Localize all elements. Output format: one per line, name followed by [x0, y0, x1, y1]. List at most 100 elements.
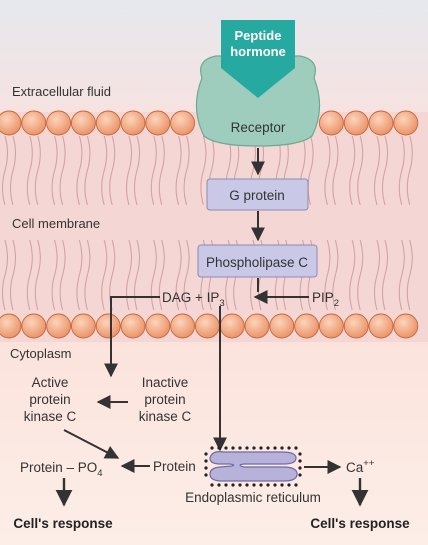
- lipid-tail: [9, 239, 17, 311]
- protein-label: Protein: [153, 459, 196, 474]
- lipid-head: [120, 313, 146, 339]
- lipid-tail: [133, 135, 141, 206]
- ribosome-dot: [204, 466, 208, 470]
- lipid-head: [95, 110, 121, 136]
- lipid-tail: [183, 135, 190, 206]
- arrow-dag-to-active-pkc: [104, 296, 160, 378]
- lipid-head: [70, 110, 96, 136]
- lipid-tail: [9, 135, 17, 206]
- ribosome-dot: [298, 452, 302, 456]
- ribosome-dot: [245, 483, 249, 487]
- g-protein-label: G protein: [229, 188, 285, 203]
- ribosome-dot: [224, 483, 228, 487]
- lipid-tail: [398, 239, 405, 311]
- lipid-head: [393, 110, 419, 136]
- lipid-tail: [150, 239, 157, 311]
- ribosome-dot: [298, 459, 302, 463]
- lipid-head: [343, 313, 369, 339]
- ribosome-dot: [287, 483, 291, 487]
- er-label: Endoplasmic reticulum: [185, 490, 321, 505]
- ribosome-dot: [217, 483, 221, 487]
- lipid-tail: [125, 135, 133, 206]
- lipid-tail: [332, 239, 339, 311]
- active-pkc-line1: Active: [32, 375, 69, 390]
- lipid-head: [194, 313, 220, 339]
- ribosome-dot: [259, 483, 263, 487]
- lipid-head: [368, 313, 394, 339]
- lipid-tail: [125, 239, 133, 311]
- ribosome-dot: [252, 483, 256, 487]
- endoplasmic-reticulum: [204, 446, 302, 487]
- ribosome-dot: [298, 466, 302, 470]
- lipid-tail: [34, 135, 41, 206]
- ribosome-dot: [238, 446, 242, 450]
- ribosomes: [204, 446, 302, 487]
- ribosome-dot: [273, 483, 277, 487]
- pip2-label: PIP2: [312, 290, 339, 309]
- ribosome-dot: [280, 446, 284, 450]
- ribosome-dot: [294, 483, 298, 487]
- lipid-head: [145, 110, 171, 136]
- ribosome-dot: [217, 446, 221, 450]
- lipid-tail: [183, 239, 190, 311]
- lipid-tail: [109, 135, 116, 206]
- lipid-head: [46, 110, 72, 136]
- lipid-head: [145, 313, 171, 339]
- ribosome-dot: [231, 483, 235, 487]
- lipid-heads: [0, 110, 419, 339]
- lipid-tail: [332, 135, 339, 206]
- inactive-pkc-line1: Inactive: [142, 375, 189, 390]
- lipid-head: [70, 313, 96, 339]
- lipid-head: [0, 110, 22, 136]
- cytoplasm-label: Cytoplasm: [10, 346, 71, 361]
- ribosome-dot: [287, 446, 291, 450]
- lipid-tail: [1, 135, 9, 206]
- lipid-head: [368, 110, 394, 136]
- lipid-tail: [51, 239, 58, 311]
- active-pkc-line3: kinase C: [24, 409, 77, 424]
- hormone-label-line2: hormone: [230, 44, 286, 59]
- inactive-pkc-line3: kinase C: [139, 409, 192, 424]
- g-protein-box: [206, 178, 309, 211]
- lipid-tail: [349, 135, 356, 206]
- lipid-head: [46, 313, 72, 339]
- inactive-pkc-line2: protein: [144, 392, 185, 407]
- lipid-tail: [381, 135, 389, 206]
- ribosome-dot: [245, 446, 249, 450]
- ribosome-dot: [273, 446, 277, 450]
- lipid-head: [120, 110, 146, 136]
- lipid-tail: [373, 135, 381, 206]
- lipid-head: [318, 313, 344, 339]
- lipid-tail: [324, 239, 331, 311]
- ribosome-dot: [298, 473, 302, 477]
- lipid-tail: [158, 239, 165, 311]
- lipid-head: [219, 313, 245, 339]
- lipid-head: [244, 313, 270, 339]
- lipid-head: [95, 313, 121, 339]
- ribosome-dot: [238, 483, 242, 487]
- lipid-tail: [101, 135, 108, 206]
- response-left-label: Cell's response: [13, 516, 113, 531]
- ribosome-dot: [266, 446, 270, 450]
- lipid-tail: [398, 135, 405, 206]
- ribosome-dot: [280, 483, 284, 487]
- lipid-tail: [26, 135, 33, 206]
- ribosome-dot: [204, 459, 208, 463]
- lipid-head: [393, 313, 419, 339]
- lipid-tail: [175, 239, 182, 311]
- ribosome-dot: [252, 446, 256, 450]
- ribosome-dot: [224, 446, 228, 450]
- hormone-label-line1: Peptide: [235, 28, 282, 43]
- lipid-tail: [1, 239, 9, 311]
- lipid-tail: [59, 135, 66, 206]
- ribosome-dot: [210, 446, 214, 450]
- ribosome-dot: [210, 483, 214, 487]
- peptide-hormone-shape: [221, 20, 295, 98]
- lipid-head: [343, 110, 369, 136]
- ribosome-dot: [266, 483, 270, 487]
- lipid-tail: [200, 135, 207, 206]
- lipid-tail: [51, 135, 58, 206]
- lipid-tail: [84, 135, 91, 206]
